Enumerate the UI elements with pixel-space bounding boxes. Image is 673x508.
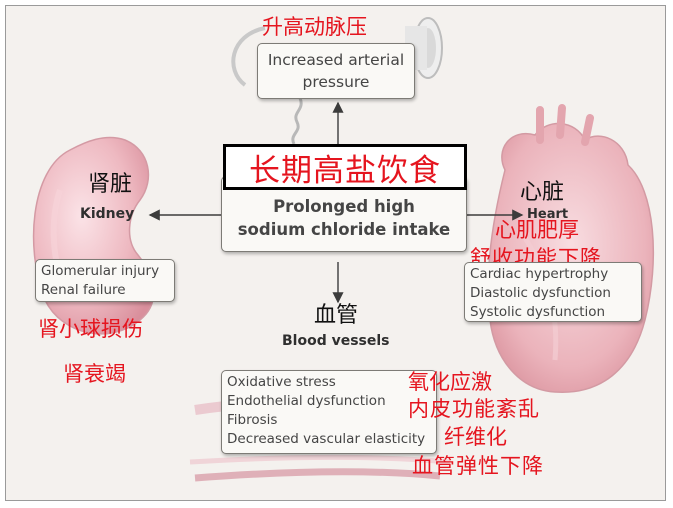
kidney-chinese-note: 肾小球损伤 [38, 317, 143, 341]
vessels-label: Blood vessels [282, 333, 390, 349]
vessels-effects-box: Oxidative stress Endothelial dysfunction… [221, 370, 437, 454]
kidney-label: Kidney [80, 206, 135, 222]
kidney-effect-line: Glomerular injury [41, 263, 160, 279]
vessels-chinese-note: 内皮功能紊乱 [408, 397, 540, 421]
heart-illustration [487, 104, 655, 393]
heart-effects-box: Cardiac hypertrophy Diastolic dysfunctio… [464, 262, 642, 322]
heart-label: Heart [527, 207, 569, 222]
vessels-effect-line: Endothelial dysfunction [227, 393, 386, 409]
heart-chinese-note: 心肌肥厚 [495, 218, 579, 242]
chinese-title: 长期高盐饮食 [249, 152, 441, 189]
kidney-effect-line: Renal failure [41, 282, 126, 298]
heart-effect-line: Diastolic dysfunction [470, 285, 611, 301]
vessels-chinese-note: 纤维化 [444, 425, 507, 449]
vessels-chinese-label: 血管 [314, 303, 359, 328]
heart-effect-line: Cardiac hypertrophy [470, 266, 609, 282]
vessels-effect-line: Oxidative stress [227, 374, 336, 390]
kidney-chinese-note: 肾衰竭 [63, 362, 126, 386]
pressure-chinese-label: 升高动脉压 [262, 15, 367, 39]
heart-chinese-label: 心脏 [520, 180, 565, 205]
vessels-effect-line: Fibrosis [227, 412, 278, 428]
vessels-effect-line: Decreased vascular elasticity [227, 431, 426, 447]
pressure-line: Increased arterial [267, 51, 405, 69]
center-english-line: Prolonged high [273, 197, 415, 216]
chinese-title-box: 长期高盐饮食 [223, 144, 467, 190]
center-english-line: sodium chloride intake [237, 220, 451, 239]
kidney-chinese-label: 肾脏 [88, 172, 133, 197]
pressure-box: Increased arterial pressure [257, 43, 415, 99]
kidney-effects-box: Glomerular injury Renal failure [35, 259, 175, 302]
heart-effect-line: Systolic dysfunction [470, 304, 606, 320]
vessels-chinese-note: 氧化应激 [408, 370, 492, 394]
pressure-line: pressure [302, 73, 370, 91]
vessels-chinese-note: 血管弹性下降 [412, 454, 544, 478]
